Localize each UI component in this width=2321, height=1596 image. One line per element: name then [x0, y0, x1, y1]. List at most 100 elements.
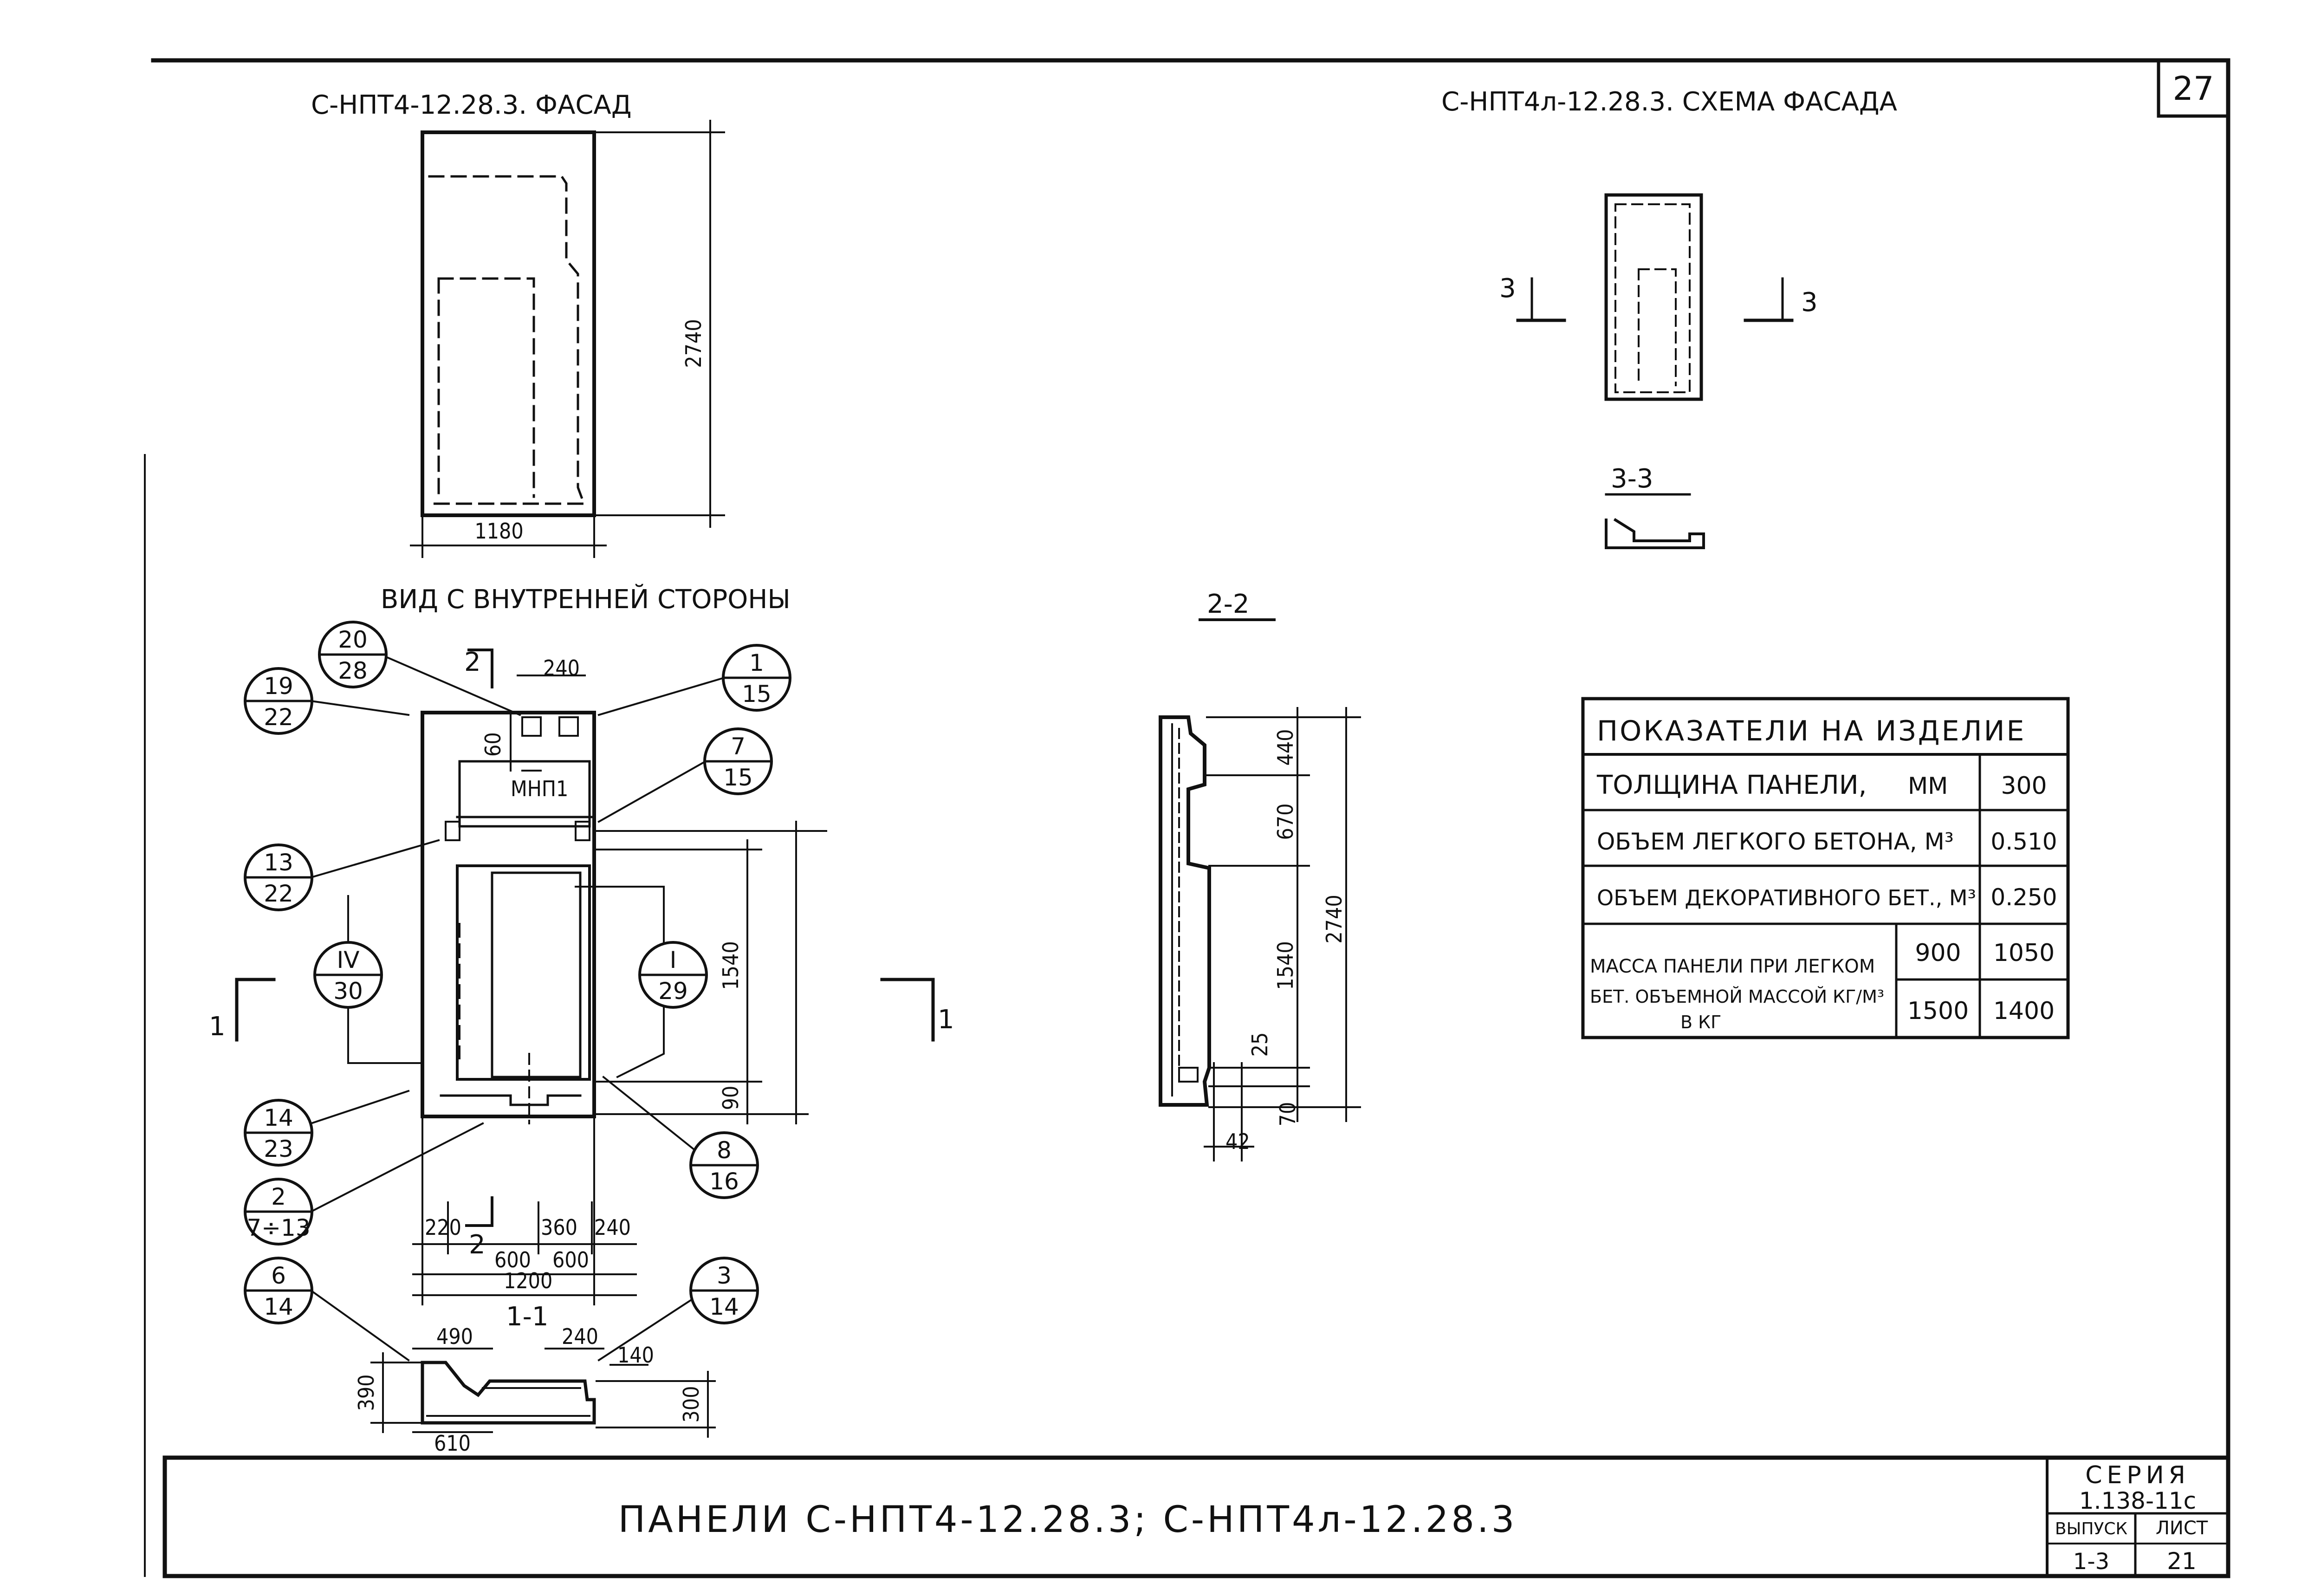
bubble-bottom-text: 16	[709, 1168, 739, 1195]
bubble-top-text: 2	[271, 1183, 286, 1210]
bubble-top-text: 19	[264, 673, 293, 700]
bubble-bottom-text: 29	[658, 978, 688, 1005]
callout-bubble: 2 7÷13	[244, 1178, 313, 1246]
callout-bubble: 816	[689, 1131, 759, 1199]
section-1-1-dimensions	[370, 1348, 716, 1438]
bubble-bottom-text: 7÷13	[246, 1214, 310, 1241]
mnp-mark: МНП1	[511, 776, 568, 801]
cut3-right-label: 3	[1801, 287, 1818, 318]
light-volume-value: 0.510	[1990, 828, 2057, 855]
dim-140: 140	[617, 1343, 654, 1368]
dim-610: 610	[434, 1431, 471, 1456]
dim-490: 490	[436, 1324, 473, 1349]
callout-bubbles: 202819221157151322IV30I29142327÷13816614…	[244, 621, 791, 1324]
cut3-left-label: 3	[1499, 273, 1516, 304]
inner-view-dimensions	[412, 675, 827, 1305]
dim-90: 90	[718, 1086, 743, 1110]
facade-height-dim: 2740	[681, 319, 706, 368]
section-2-2-profile	[1159, 715, 1211, 1107]
inner-view-title: ВИД С ВНУТРЕННЕЙ СТОРОНЫ	[381, 584, 791, 615]
bubble-top-text: 14	[264, 1104, 293, 1131]
issue-label: ВЫПУСК	[2055, 1519, 2127, 1538]
mass-label-2: БЕТ. ОБЪЕМНОЙ МАССОЙ КГ/М³	[1590, 986, 1884, 1007]
dim-600-b: 600	[552, 1247, 589, 1272]
bubble-bottom-text: 15	[742, 681, 772, 707]
dim-600-a: 600	[494, 1247, 531, 1272]
bubble-bottom-text: 14	[709, 1293, 739, 1320]
callout-bubble: 614	[244, 1257, 313, 1324]
bubble-bottom-text: 28	[338, 657, 368, 684]
sheet-title: ПАНЕЛИ С-НПТ4-12.28.3; С-НПТ4л-12.28.3	[618, 1499, 1517, 1541]
dim-240-top: 240	[543, 655, 580, 681]
cut1-left-label: 1	[209, 1012, 226, 1042]
deco-volume-value: 0.250	[1990, 884, 2057, 911]
dim-s-2740: 2740	[1322, 895, 1347, 943]
indicators-table	[1581, 697, 2070, 1039]
dim-s-1540: 1540	[1273, 941, 1298, 990]
inner-view-outline	[421, 711, 596, 1124]
series-value: 1.138-11с	[2079, 1487, 2196, 1514]
dim-390: 390	[354, 1375, 379, 1411]
callout-bubble: 115	[722, 644, 791, 712]
cut1-right-label: 1	[938, 1005, 954, 1035]
table-header: ПОКАЗАТЕЛИ НА ИЗДЕЛИЕ	[1597, 715, 2026, 747]
cut2-top-label: 2	[464, 647, 481, 677]
dim-1200: 1200	[504, 1268, 552, 1293]
thickness-unit: ММ	[1908, 772, 1948, 799]
section-1-1-title: 1-1	[506, 1302, 548, 1332]
bubble-top-text: 1	[749, 649, 764, 676]
bubble-top-text: 6	[271, 1262, 286, 1289]
page-number: 27	[2172, 70, 2214, 108]
bubble-top-text: IV	[337, 947, 360, 973]
bubble-bottom-text: 23	[264, 1135, 293, 1162]
bubble-top-text: 7	[731, 733, 746, 760]
dim-s-670: 670	[1273, 804, 1298, 840]
dim-s-440: 440	[1273, 729, 1298, 766]
cut-2-marks	[465, 649, 493, 1227]
dim-300: 300	[679, 1386, 704, 1423]
thickness-label: ТОЛЩИНА ПАНЕЛИ,	[1596, 770, 1867, 800]
dim-s-25: 25	[1247, 1032, 1272, 1057]
facade-width-dim: 1180	[474, 519, 523, 544]
density-900: 900	[1915, 939, 1961, 967]
section-3-3-profile	[1605, 493, 1705, 549]
deco-volume-label: ОБЪЕМ ДЕКОРАТИВНОГО БЕТ., М³	[1597, 885, 1976, 910]
sheet-value: 21	[2167, 1548, 2197, 1575]
callout-bubble: I29	[638, 941, 708, 1009]
section-3-3-title: 3-3	[1611, 464, 1653, 494]
facade-dimensions	[410, 120, 725, 558]
density-1500: 1500	[1907, 997, 1969, 1025]
sheet-label: ЛИСТ	[2156, 1518, 2208, 1539]
section-2-2-dimensions	[1204, 707, 1361, 1161]
dim-360: 360	[541, 1215, 577, 1240]
callout-bubble: 314	[689, 1257, 759, 1324]
thickness-value: 300	[2001, 772, 2047, 800]
series-label: СЕРИЯ	[2085, 1461, 2190, 1489]
bubble-bottom-text: 15	[723, 764, 753, 791]
mass-1400: 1400	[1993, 997, 2055, 1025]
issue-value: 1-3	[2073, 1549, 2109, 1575]
section-2-2-title: 2-2	[1207, 589, 1249, 619]
dim-60: 60	[480, 732, 506, 757]
callout-bubble: 715	[703, 727, 773, 795]
scheme-title: С-НПТ4л-12.28.3. СХЕМА ФАСАДА	[1441, 87, 1897, 117]
light-volume-label: ОБЪЕМ ЛЕГКОГО БЕТОНА, М³	[1597, 828, 1954, 855]
facade-title: С-НПТ4-12.28.3. ФАСАД	[311, 90, 632, 120]
mass-label-1: МАССА ПАНЕЛИ ПРИ ЛЕГКОМ	[1590, 956, 1875, 977]
bubble-top-text: 8	[717, 1137, 732, 1164]
dim-240-c: 240	[562, 1324, 598, 1349]
bubble-bottom-text: 22	[264, 880, 293, 907]
dim-s-70: 70	[1275, 1102, 1300, 1127]
scheme-outline	[1516, 193, 1794, 401]
bubble-bottom-text: 30	[333, 978, 363, 1005]
section-1-1-profile	[421, 1361, 596, 1425]
cut-1-marks	[235, 978, 935, 1042]
bubble-bottom-text: 14	[264, 1293, 293, 1320]
bubble-top-text: 20	[338, 626, 368, 653]
bubble-bottom-text: 22	[264, 704, 293, 731]
